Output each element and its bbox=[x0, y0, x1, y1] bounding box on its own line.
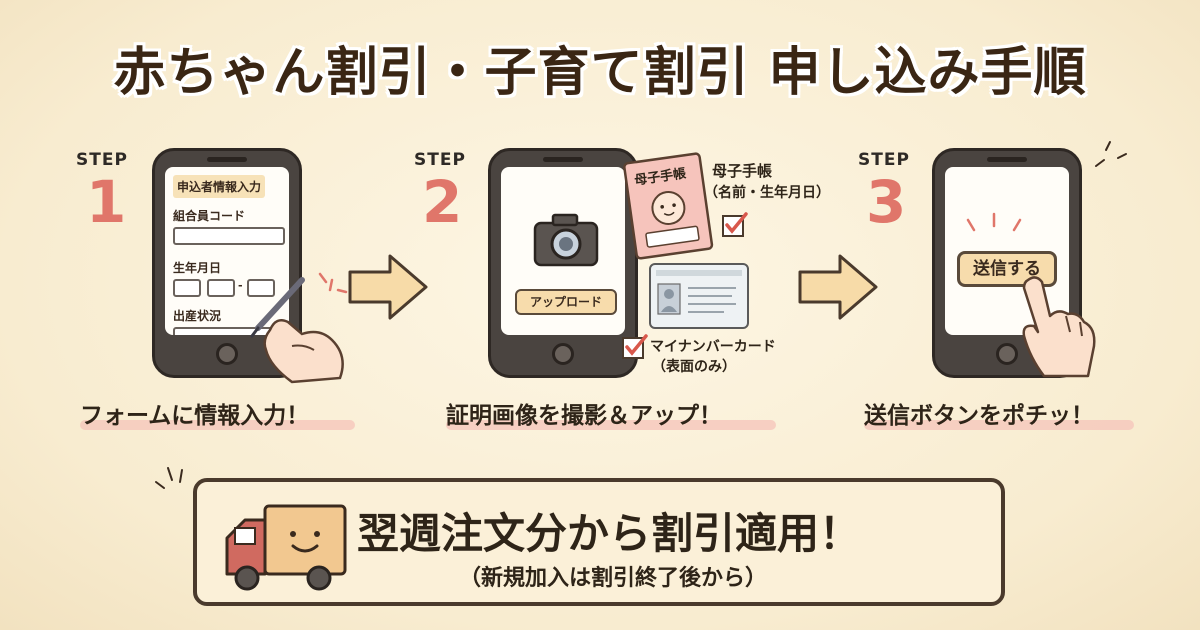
my-number-name: マイナンバーカード bbox=[650, 339, 776, 355]
discount-banner: 翌週注文分から割引適用！ （新規加入は割引終了後から） bbox=[193, 478, 1005, 606]
handbook-name: 母子手帳 bbox=[712, 162, 773, 180]
my-number-card bbox=[649, 263, 749, 329]
arrow-right-icon bbox=[348, 254, 428, 320]
my-number-detail: （表面のみ） bbox=[652, 359, 736, 375]
date-separator: - bbox=[238, 279, 243, 292]
checkbox-checked-icon bbox=[722, 212, 748, 237]
step2-caption: 証明画像を撮影＆アップ！ bbox=[446, 403, 722, 429]
sparkle-lines-icon bbox=[155, 467, 183, 489]
checkbox-checked-icon bbox=[622, 334, 648, 359]
tap-sparkle-icon bbox=[966, 212, 1022, 232]
step1-number: 1 bbox=[86, 168, 127, 236]
birthdate-label: 生年月日 bbox=[173, 261, 222, 275]
step2-phone: アップロード bbox=[488, 148, 638, 378]
step1-label: STEP bbox=[76, 150, 128, 170]
hand-stylus-icon bbox=[250, 272, 348, 384]
home-button bbox=[216, 343, 238, 365]
handbook-detail: （名前・生年月日） bbox=[704, 185, 830, 201]
step3-number: 3 bbox=[866, 168, 907, 236]
member-code-label: 組合員コード bbox=[173, 209, 246, 223]
member-code-input[interactable] bbox=[173, 227, 285, 245]
birthdate-month-input[interactable] bbox=[207, 279, 235, 297]
step1-phone: 申込者情報入力 組合員コード 生年月日 - 出産状況 bbox=[152, 148, 302, 378]
send-button[interactable]: 送信する bbox=[957, 251, 1057, 287]
upload-button[interactable]: アップロード bbox=[515, 289, 617, 315]
step2-number: 2 bbox=[422, 168, 463, 236]
banner-main-text: 翌週注文分から割引適用！ bbox=[357, 509, 862, 558]
delivery-truck-icon bbox=[225, 504, 347, 591]
banner-sub-text: （新規加入は割引終了後から） bbox=[459, 566, 768, 591]
sparkle-lines-icon bbox=[1095, 141, 1127, 167]
hand-pointer-icon bbox=[1022, 276, 1096, 378]
home-button bbox=[996, 343, 1018, 365]
step1-form-screen: 申込者情報入力 組合員コード 生年月日 - 出産状況 bbox=[165, 167, 289, 335]
step3-caption: 送信ボタンをポチッ！ bbox=[864, 403, 1094, 429]
birth-status-label: 出産状況 bbox=[173, 309, 222, 323]
maternal-handbook-card bbox=[623, 152, 714, 260]
step3-label: STEP bbox=[858, 150, 910, 170]
birthdate-day-input[interactable] bbox=[247, 279, 275, 297]
arrow-right-icon bbox=[798, 254, 878, 320]
form-header: 申込者情報入力 bbox=[173, 175, 266, 198]
home-button bbox=[552, 343, 574, 365]
step2-label: STEP bbox=[414, 150, 466, 170]
step2-upload-screen: アップロード bbox=[501, 167, 625, 335]
camera-icon bbox=[533, 213, 599, 267]
birthdate-year-input[interactable] bbox=[173, 279, 201, 297]
page-title: 赤ちゃん割引・子育て割引 申し込み手順 bbox=[113, 43, 1087, 103]
step1-caption: フォームに情報入力！ bbox=[80, 403, 310, 429]
